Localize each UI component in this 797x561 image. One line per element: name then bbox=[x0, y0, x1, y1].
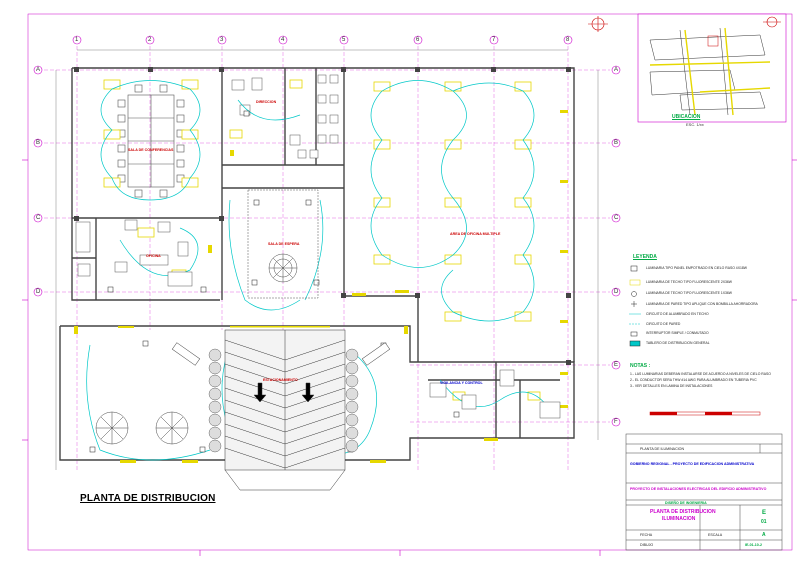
note-item: 3.- VER DETALLES EN LAMINA DE INSTALACIO… bbox=[630, 384, 713, 388]
legend-item: LUMINARIA DE PARED TIPO APLIQUE CON BOMB… bbox=[646, 302, 758, 306]
restroom-fixtures bbox=[231, 74, 339, 159]
location-plan-scale: ESC. 1/xx bbox=[686, 122, 704, 127]
axis-col-7: 7 bbox=[492, 37, 496, 43]
circuit-wiring bbox=[86, 80, 551, 461]
axis-row-d-right: D bbox=[614, 289, 619, 295]
axis-col-3: 3 bbox=[220, 37, 224, 43]
axis-col-5: 5 bbox=[342, 37, 346, 43]
notes-title: NOTAS : bbox=[630, 363, 651, 369]
title-block-project: PROYECTO DE INSTALACIONES ELECTRICAS DEL… bbox=[630, 487, 767, 491]
axis-row-c: C bbox=[36, 215, 41, 221]
wall-sconces bbox=[74, 110, 568, 463]
title-block-code: IE-01-10-2 bbox=[745, 543, 762, 547]
location-plan-frame bbox=[637, 13, 787, 123]
title-block-row1: PLANTA DE ILUMINACION bbox=[640, 447, 685, 451]
structural-columns bbox=[74, 67, 571, 365]
axis-row-b-right: B bbox=[614, 140, 619, 146]
axis-col-4: 4 bbox=[281, 37, 285, 43]
title-block-rev: A bbox=[762, 532, 766, 538]
legend-item: LUMINARIA DE TECHO TIPO FLUORESCENTE 2X3… bbox=[646, 280, 732, 284]
title-block-institution: GOBIERNO REGIONAL - PROYECTO DE EDIFICAC… bbox=[630, 462, 755, 466]
north-arrow-icon bbox=[588, 16, 781, 32]
room-label-conference: SALA DE CONFERENCIAS bbox=[128, 148, 174, 152]
dimension-lines bbox=[55, 49, 599, 470]
title-block-sheet-ref: 01 bbox=[761, 519, 767, 525]
location-plan-label: UBICACION bbox=[672, 114, 701, 120]
axis-row-d: D bbox=[36, 289, 41, 295]
axis-col-1: 1 bbox=[75, 37, 79, 43]
sheet-border bbox=[27, 13, 793, 551]
legend-item: CIRCUITO DE PARED bbox=[646, 322, 681, 326]
title-block-scale: ESCALA bbox=[708, 533, 723, 537]
legend-title: LEYENDA bbox=[633, 254, 657, 260]
legend-item: CIRCUITO DE ALUMBRADO EN TECHO bbox=[646, 312, 709, 316]
room-label-open-office: AREA DE OFICINA MULTIPLE bbox=[450, 232, 501, 236]
office-furniture bbox=[75, 219, 561, 419]
legend-item: TABLERO DE DISTRIBUCION GENERAL bbox=[646, 341, 710, 345]
scale-bar bbox=[649, 411, 761, 416]
axis-row-f-right: F bbox=[614, 419, 618, 425]
title-block bbox=[625, 433, 783, 551]
title-block-consultant: DISEÑO DE INGENIERIA bbox=[665, 500, 707, 505]
axis-row-b: B bbox=[36, 140, 41, 146]
note-item: 2.- EL CONDUCTOR SERA THW #14 AWG PARA A… bbox=[630, 378, 757, 382]
note-item: 1.- LAS LUMINARIAS DEBERAN INSTALARSE DE… bbox=[630, 372, 771, 376]
axis-row-e-right: E bbox=[614, 362, 619, 368]
room-label-ramp: ESTACIONAMIENTO bbox=[263, 378, 298, 382]
legend-item: LUMINARIA TIPO PANEL EMPOTRADO EN CIELO … bbox=[646, 266, 747, 270]
axis-row-c-right: C bbox=[614, 215, 619, 221]
drawing-title: PLANTA DE DISTRIBUCION bbox=[80, 493, 216, 504]
room-label-office: OFICINA bbox=[146, 254, 161, 258]
axis-row-a: A bbox=[36, 67, 41, 73]
legend-symbols bbox=[629, 265, 641, 347]
title-block-date: FECHA bbox=[640, 533, 653, 537]
courtyard-outline bbox=[247, 189, 319, 299]
title-block-sheet-sub: ILUMINACION bbox=[662, 516, 696, 522]
title-block-drawn: DIBUJO bbox=[640, 543, 654, 547]
title-block-sheet-no: E bbox=[762, 510, 767, 516]
tree-icon bbox=[95, 411, 189, 445]
benches bbox=[171, 342, 391, 366]
parking-ramp bbox=[224, 329, 346, 491]
axis-row-a-right: A bbox=[614, 67, 619, 73]
room-label-reception: VIGILANCIA Y CONTROL bbox=[440, 381, 483, 385]
legend-item: LUMINARIA DE TECHO TIPO FLUORESCENTE 1X3… bbox=[646, 291, 732, 295]
axis-bubbles bbox=[33, 35, 621, 427]
axis-col-2: 2 bbox=[148, 37, 152, 43]
shrub-row bbox=[208, 348, 359, 453]
conference-furniture bbox=[117, 84, 185, 198]
axis-col-8: 8 bbox=[566, 37, 570, 43]
room-label-lounge: SALA DE ESPERA bbox=[268, 242, 300, 246]
room-label-director: DIRECCION bbox=[256, 100, 277, 104]
building-walls bbox=[59, 67, 575, 461]
fountain-icon bbox=[268, 253, 298, 283]
sheet-ticks bbox=[22, 159, 797, 556]
axis-col-6: 6 bbox=[416, 37, 420, 43]
legend-item: INTERRUPTOR SIMPLE / CONMUTADO bbox=[646, 331, 709, 335]
location-map bbox=[649, 27, 771, 116]
title-block-sheet-title: PLANTA DE DISTRIBUCION bbox=[650, 509, 716, 515]
